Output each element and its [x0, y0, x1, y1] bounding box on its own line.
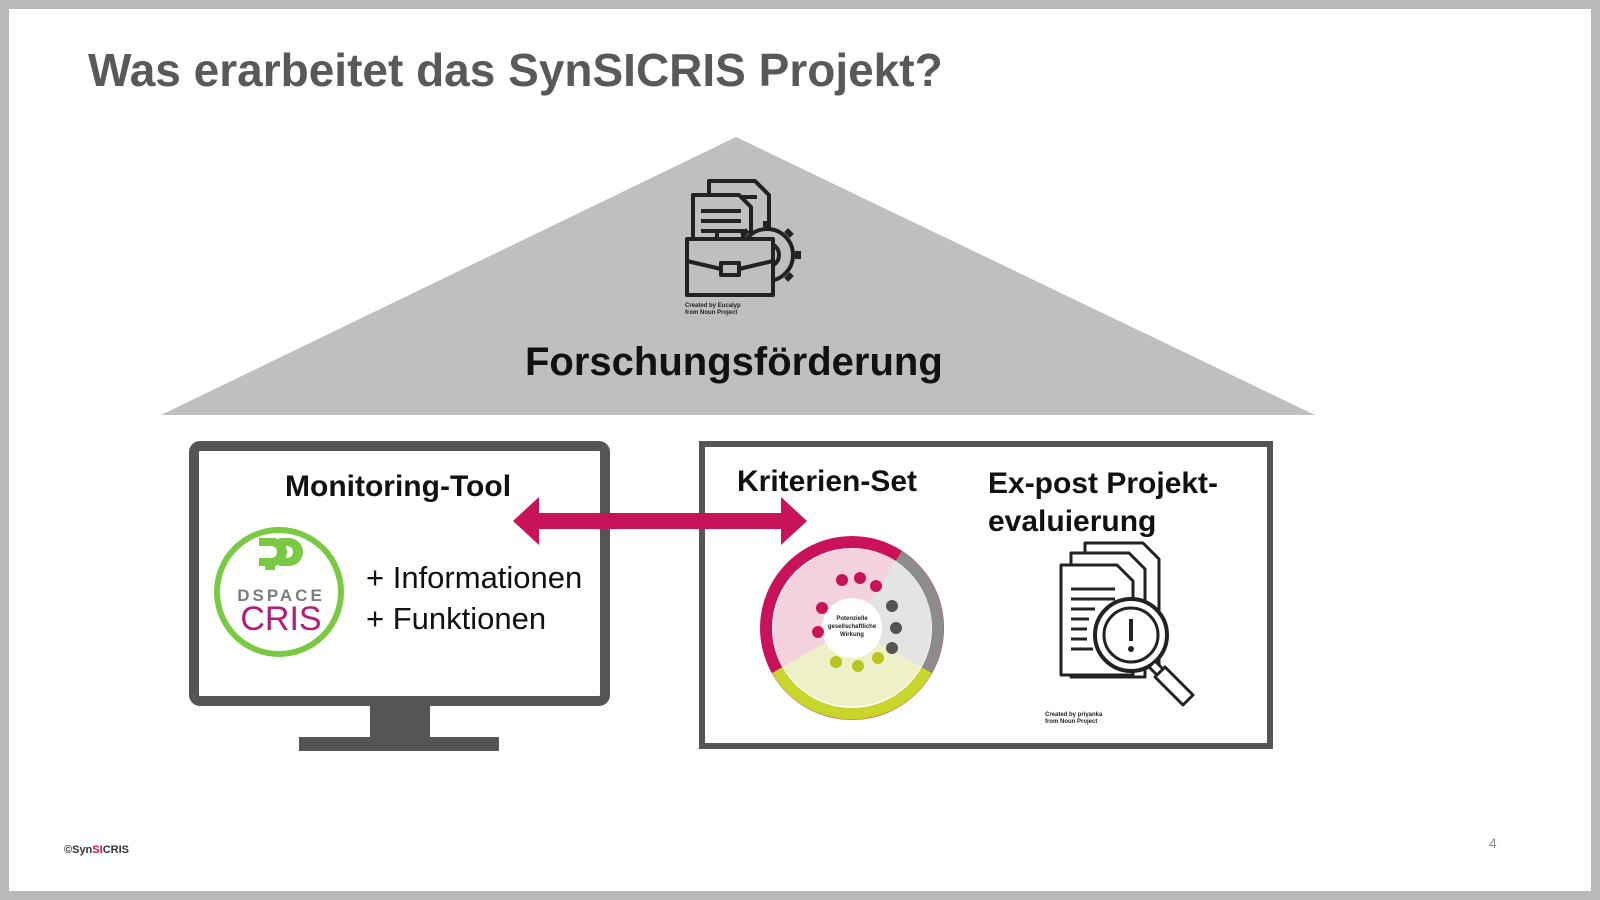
credit-line: Created by priyanka: [1045, 712, 1103, 718]
cris-word: CRIS: [240, 600, 322, 638]
monitoring-features: + Informationen + Funktionen: [366, 557, 582, 639]
criteria-wheel-icon: Potenzielle gesellschaftliche Wirkung: [760, 536, 944, 720]
credit-line: from Noun Project: [1045, 719, 1098, 725]
roof-label: Forschungsförderung: [525, 340, 943, 384]
dspace-word: DSPACE: [237, 586, 325, 605]
copyright-prefix: ©Syn: [64, 844, 93, 856]
dspace-cris-logo: DSPACE CRIS: [211, 524, 347, 665]
feature-informationen: + Informationen: [366, 560, 583, 595]
double-arrow-icon: [513, 497, 807, 545]
monitoring-tool-title: Monitoring-Tool: [285, 470, 512, 503]
credit-line: Created by Eucalyp: [685, 303, 741, 309]
wheel-center-line: Potenzielle: [836, 616, 868, 622]
expost-icon-credit: Created by priyanka from Noun Project: [1045, 712, 1102, 726]
copyright-highlight: SI: [92, 844, 103, 856]
wheel-center-line: gesellschaftliche: [828, 624, 877, 630]
slide-title: Was erarbeitet das SynSICRIS Projekt?: [88, 44, 943, 96]
expost-title-line: evaluierung: [988, 505, 1157, 538]
copyright-footer: ©SynSICRIS: [64, 844, 129, 856]
slide: Was erarbeitet das SynSICRIS Projekt?: [9, 9, 1591, 891]
kriterien-set-title: Kriterien-Set: [737, 465, 918, 498]
briefcase-documents-gear-icon: [685, 179, 801, 297]
copyright-suffix: CRIS: [102, 844, 129, 856]
expost-title-line: Ex-post Projekt-: [988, 467, 1219, 500]
expost-evaluation-title: Ex-post Projekt- evaluierung: [988, 465, 1218, 541]
page-number: 4: [1489, 835, 1497, 851]
feature-funktionen: + Funktionen: [366, 601, 547, 636]
wheel-center-line: Wirkung: [840, 632, 864, 638]
credit-line: from Noun Project: [685, 310, 738, 316]
roof-icon-credit: Created by Eucalyp from Noun Project: [685, 303, 741, 317]
document-magnifier-icon: [1059, 541, 1195, 707]
